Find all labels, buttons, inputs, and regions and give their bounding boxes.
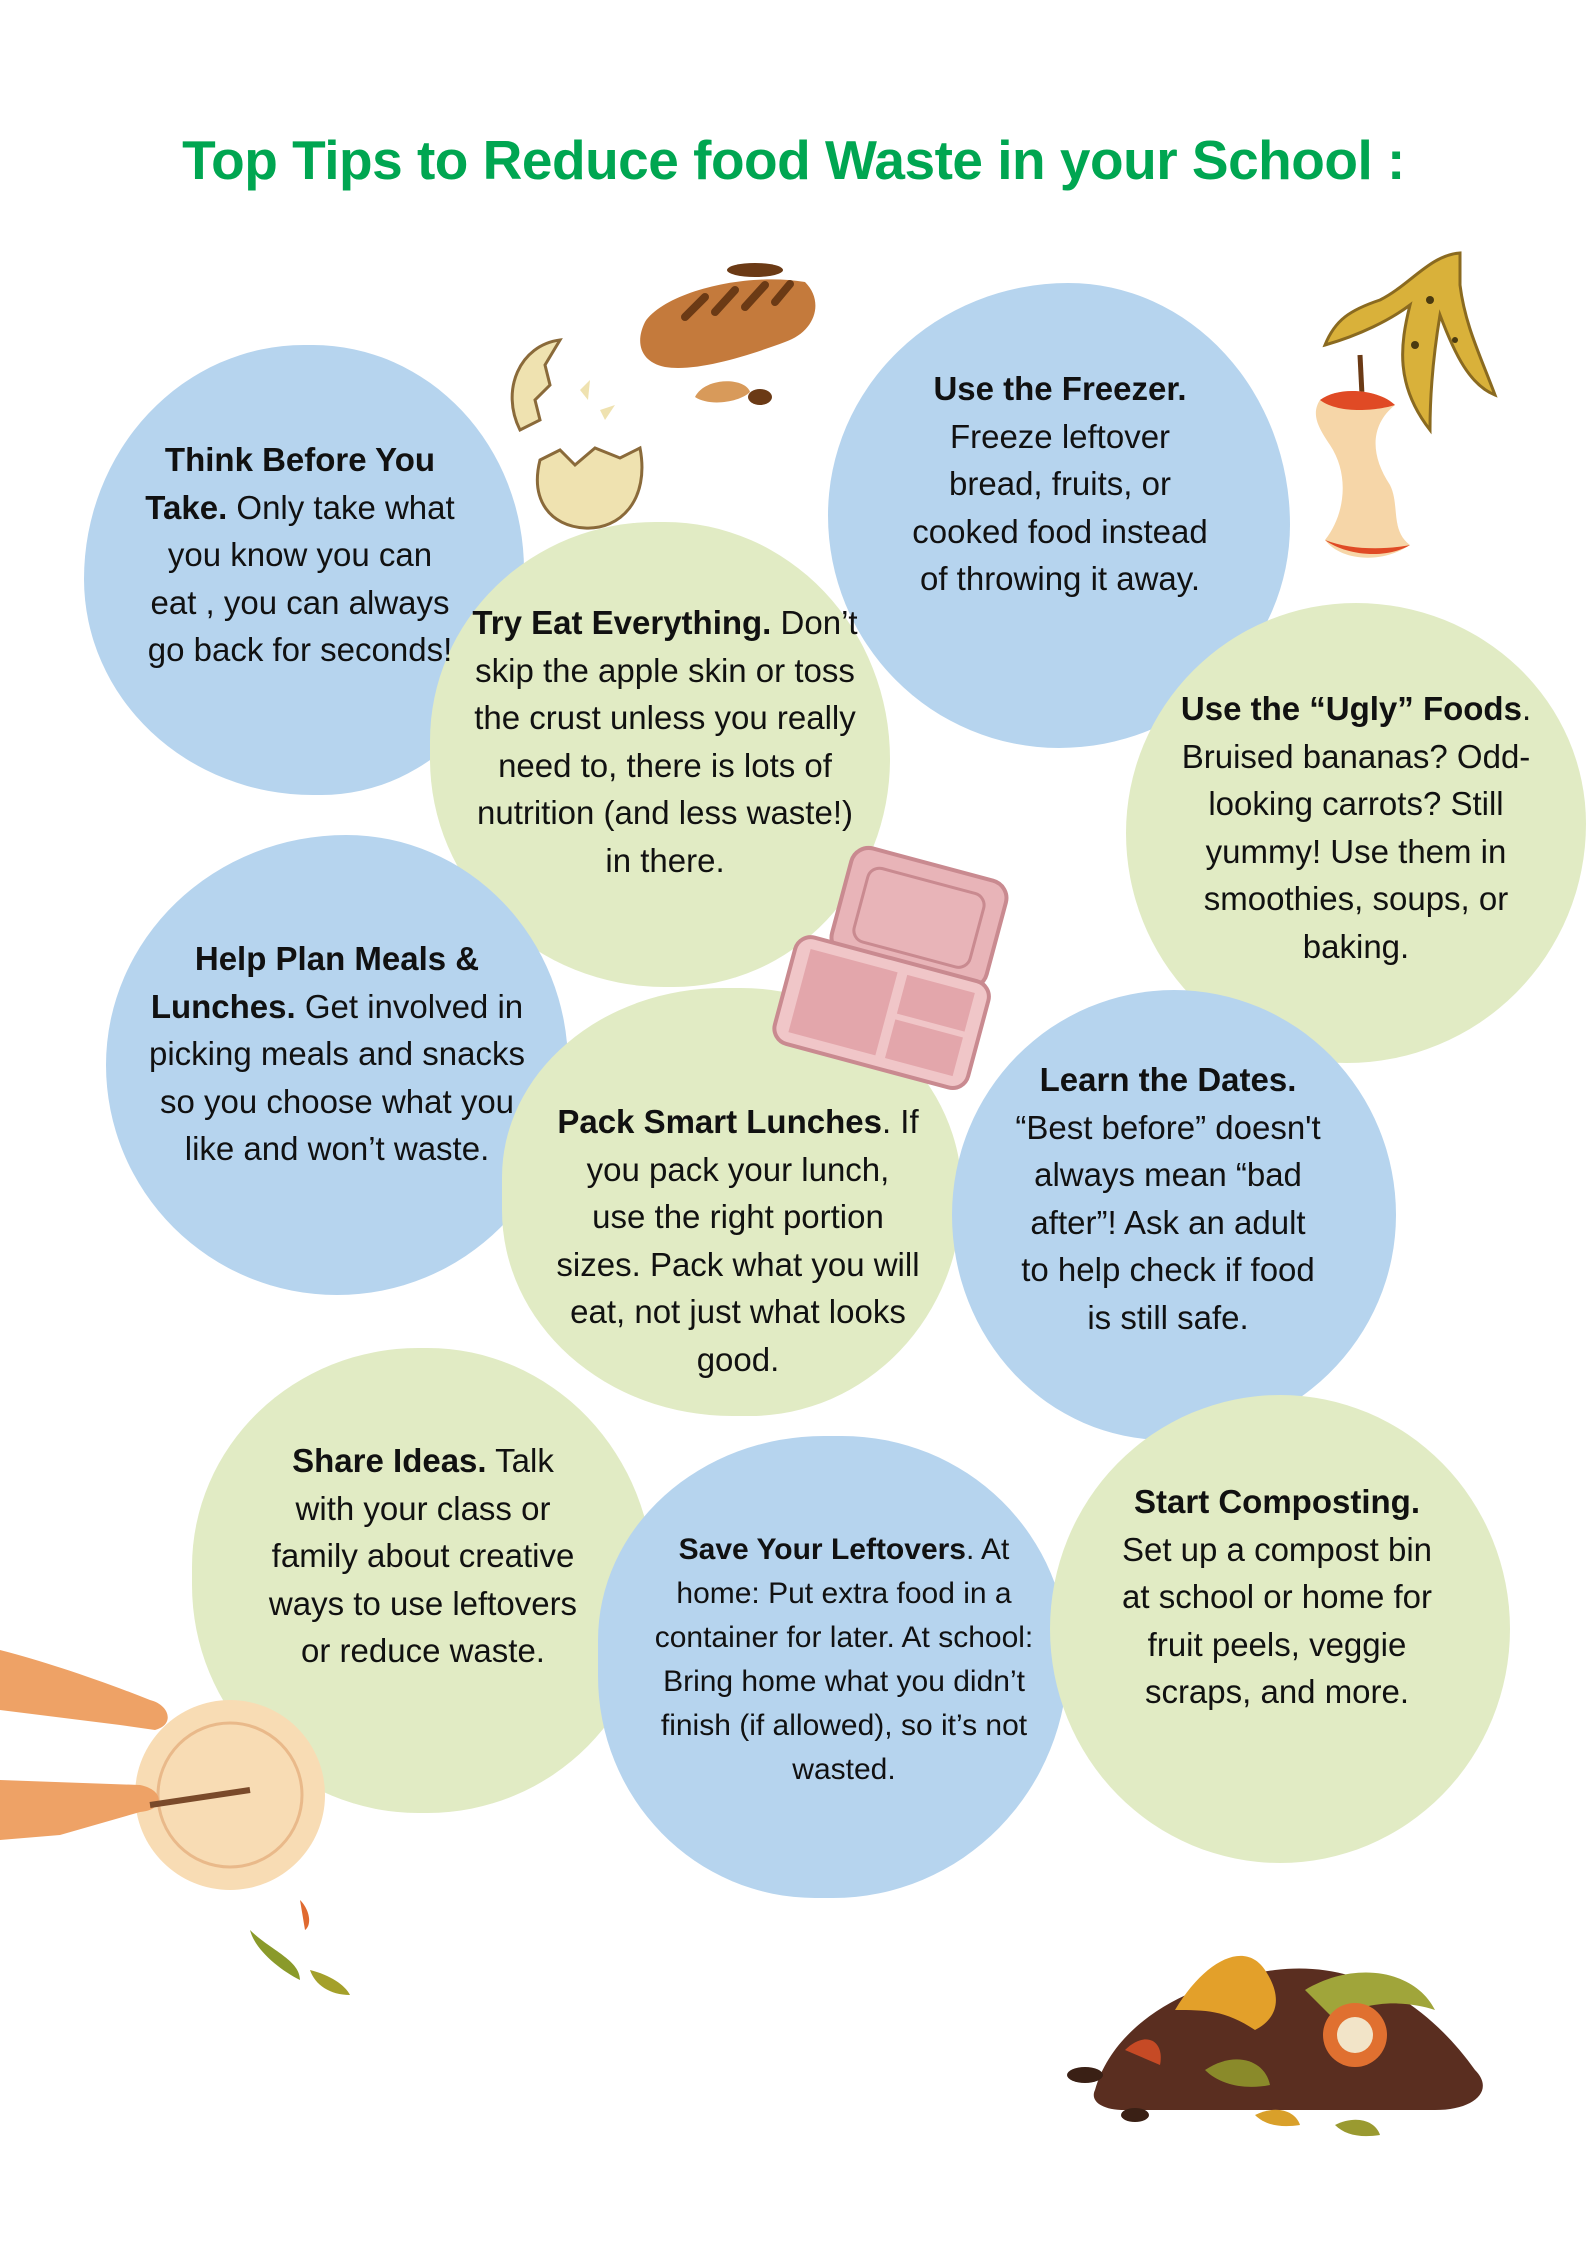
compost-pile-icon	[1067, 1955, 1483, 2137]
apple-core-icon	[1315, 354, 1410, 558]
hands-with-plate-icon	[0, 1650, 350, 1995]
tip-body: . At home: Put extra food in a container…	[654, 1533, 1034, 1786]
tip-title: Use the Freezer.	[933, 370, 1187, 407]
lunchbox-icon	[772, 845, 1009, 1090]
tip-ugly-foods: Use the “Ugly” Foods. Bruised bananas? O…	[1176, 685, 1536, 970]
blob-compost	[1050, 1395, 1510, 1863]
tip-body: . If you pack your lunch, use the right …	[556, 1103, 920, 1378]
blob-help-plan	[106, 835, 568, 1295]
tip-title: Try Eat Everything.	[472, 604, 772, 641]
tip-title: Use the “Ugly” Foods	[1180, 690, 1522, 727]
tip-title: Share Ideas.	[292, 1442, 487, 1479]
banana-peel-icon	[1322, 251, 1498, 435]
tip-body: Freeze leftover bread, fruits, or cooked…	[912, 417, 1208, 598]
tip-learn-the-dates: Learn the Dates. “Best before” doesn't a…	[1013, 1056, 1323, 1341]
tip-save-your-leftovers: Save Your Leftovers. At home: Put extra …	[648, 1528, 1040, 1792]
blob-ugly	[1126, 603, 1586, 1063]
blob-save	[598, 1436, 1068, 1898]
tip-think-before-you-take: Think Before You Take. Only take what yo…	[142, 436, 458, 674]
tip-title: Think Before You Take.	[145, 441, 436, 526]
tip-body: . Bruised bananas? Odd-looking carrots? …	[1181, 690, 1532, 965]
bread-loaf-icon	[640, 263, 816, 405]
tip-body: Only take what you know you can eat , yo…	[147, 488, 455, 669]
tip-title: Pack Smart Lunches	[557, 1103, 882, 1140]
blob-learn-dates	[952, 990, 1396, 1440]
tip-title: Save Your Leftovers	[678, 1533, 966, 1566]
tip-body: Get involved in picking meals and snacks…	[148, 987, 526, 1168]
tip-try-eat-everything: Try Eat Everything. Don’t skip the apple…	[470, 599, 860, 884]
tip-body: Set up a compost bin at school or home f…	[1121, 1530, 1433, 1711]
tip-start-composting: Start Composting. Set up a compost bin a…	[1117, 1478, 1437, 1716]
tip-body: Talk with your class or family about cre…	[268, 1442, 578, 1669]
tip-title: Help Plan Meals & Lunches.	[150, 940, 480, 1025]
tip-body: Don’t skip the apple skin or toss the cr…	[474, 604, 858, 879]
tip-use-the-freezer: Use the Freezer. Freeze leftover bread, …	[900, 365, 1220, 603]
tip-title: Start Composting.	[1134, 1483, 1420, 1520]
tip-title: Learn the Dates.	[1039, 1061, 1297, 1098]
page-title: Top Tips to Reduce food Waste in your Sc…	[182, 129, 1405, 191]
cracked-egg-icon	[510, 338, 644, 530]
tip-help-plan-meals: Help Plan Meals & Lunches. Get involved …	[132, 935, 542, 1173]
tip-pack-smart-lunches: Pack Smart Lunches. If you pack your lun…	[556, 1098, 920, 1383]
tip-share-ideas: Share Ideas. Talk with your class or fam…	[268, 1437, 578, 1675]
tip-body: “Best before” doesn't always mean “bad a…	[1015, 1108, 1321, 1336]
